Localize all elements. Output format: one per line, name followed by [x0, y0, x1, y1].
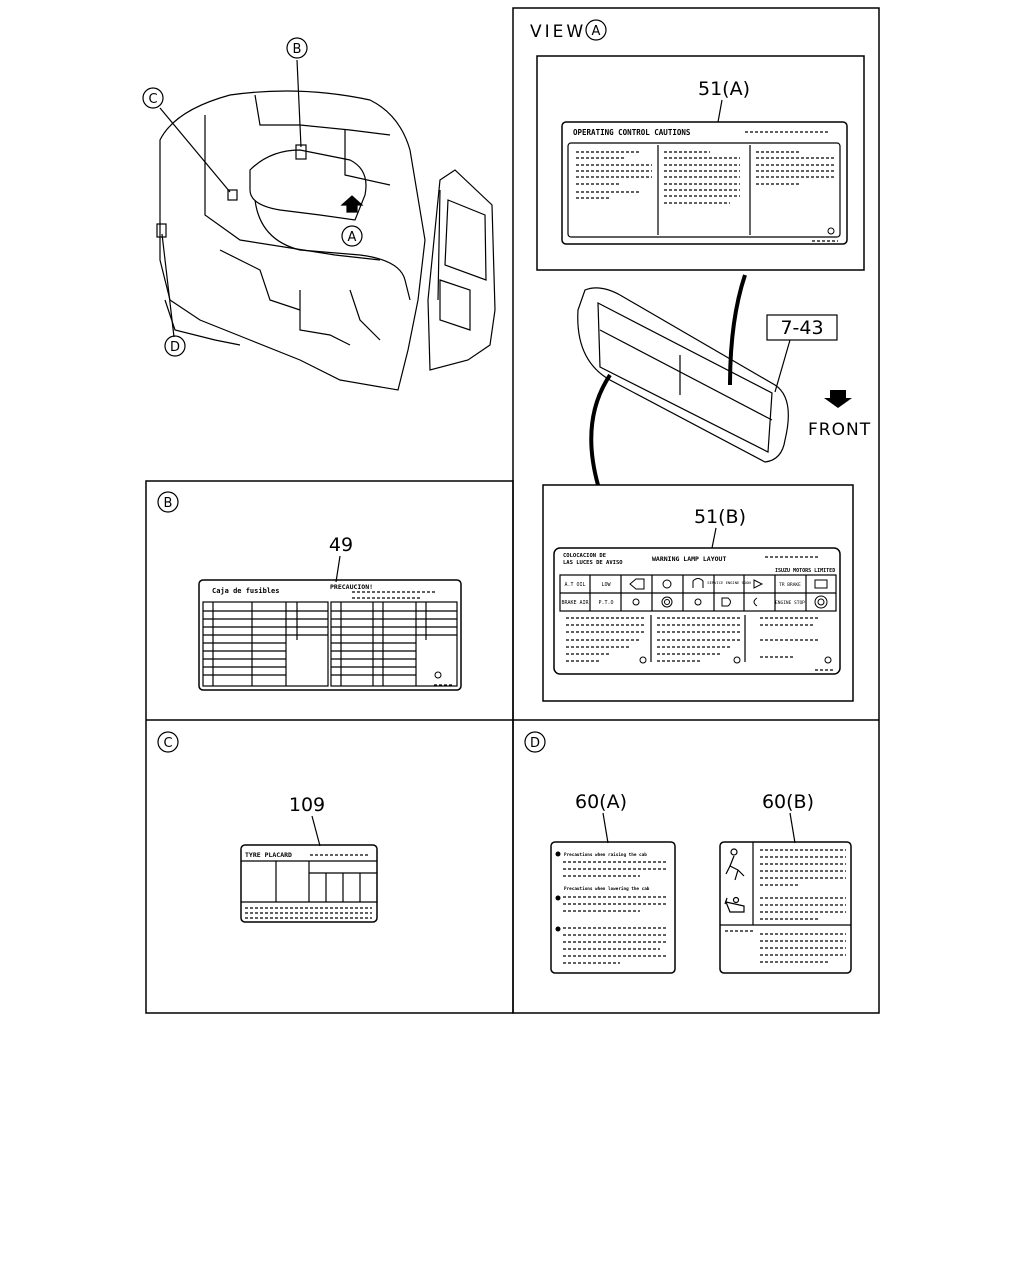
- front-arrow-icon: [824, 390, 852, 408]
- svg-text:SERVICE ENGINE SOON: SERVICE ENGINE SOON: [707, 580, 751, 585]
- callout-a-circle: A: [341, 225, 363, 247]
- svg-text:LOW: LOW: [601, 582, 611, 588]
- svg-text:P.T.O: P.T.O: [598, 600, 613, 606]
- panel-d-circle: D: [524, 731, 546, 753]
- svg-text:COLOCACION DE: COLOCACION DE: [563, 553, 606, 559]
- svg-text:ENGINE STOP: ENGINE STOP: [775, 600, 805, 606]
- part-number-60b: 60(B): [762, 791, 814, 813]
- person-cab-icon: [725, 848, 745, 881]
- svg-text:TYRE PLACARD: TYRE PLACARD: [245, 851, 292, 859]
- svg-text:C: C: [163, 736, 172, 751]
- svg-text:A: A: [592, 24, 601, 39]
- tilt-cab-icon: [724, 896, 745, 913]
- label-49-plate: Caja de fusibles PRECAUCION!: [198, 579, 462, 691]
- svg-text:TR BRAKE: TR BRAKE: [779, 582, 801, 588]
- svg-text:WARNING LAMP LAYOUT: WARNING LAMP LAYOUT: [652, 555, 726, 563]
- lamp-row-2: BRAKE AIR P.T.O ENGINE STOP: [561, 600, 805, 606]
- svg-text:Caja de fusibles: Caja de fusibles: [212, 587, 279, 595]
- part-number-60a: 60(A): [575, 791, 627, 813]
- svg-text:C: C: [148, 92, 157, 107]
- svg-text:LAS LUCES DE AVISO: LAS LUCES DE AVISO: [563, 560, 623, 566]
- callout-d-circle: D: [164, 335, 186, 357]
- svg-text:B: B: [293, 42, 302, 57]
- svg-text:ISUZU MOTORS LIMITED: ISUZU MOTORS LIMITED: [775, 568, 835, 574]
- callout-lines: [159, 59, 302, 338]
- svg-text:PRECAUCION!: PRECAUCION!: [330, 583, 373, 591]
- part-number-49: 49: [329, 534, 353, 556]
- svg-text:OPERATING CONTROL CAUTIONS: OPERATING CONTROL CAUTIONS: [573, 128, 691, 137]
- lamp-row-1: A.T OIL LOW SERVICE ENGINE SOON TR BRAKE: [564, 580, 801, 588]
- label-51b-frame: [542, 484, 854, 702]
- panel-b-circle: B: [157, 491, 179, 513]
- front-label: FRONT: [808, 420, 871, 440]
- panel-c-circle: C: [157, 731, 179, 753]
- sun-visor-illustration: [577, 274, 789, 486]
- label-51a-plate: OPERATING CONTROL CAUTIONS: [561, 121, 848, 245]
- svg-text:D: D: [530, 736, 540, 751]
- label-51a-frame: [536, 55, 865, 271]
- svg-text:Precautions when raising the c: Precautions when raising the cab: [564, 852, 647, 858]
- view-a-title: VIEW: [530, 22, 586, 42]
- part-number-51b: 51(B): [694, 506, 746, 528]
- svg-text:D: D: [170, 340, 180, 355]
- part-number-51a: 51(A): [698, 78, 750, 100]
- panel-frames: [145, 7, 880, 1014]
- warning-lamp-icons: [629, 578, 828, 609]
- callout-c-circle: C: [142, 87, 164, 109]
- part-number-109: 109: [289, 794, 325, 816]
- label-109-plate: TYRE PLACARD: [240, 844, 378, 923]
- svg-text:BRAKE AIR: BRAKE AIR: [561, 600, 589, 606]
- callout-b-circle: B: [286, 37, 308, 59]
- svg-text:A: A: [348, 230, 357, 245]
- svg-text:7-43: 7-43: [780, 317, 823, 339]
- svg-text:Precautions when lowering the: Precautions when lowering the cab: [564, 886, 650, 892]
- part-number-7-43: 7-43: [766, 314, 838, 393]
- label-60a-plate: Precautions when raising the cab Precaut…: [550, 841, 676, 974]
- cab-interior-illustration: [156, 90, 496, 391]
- view-a-circle: A: [585, 19, 607, 41]
- label-60b-plate: [719, 841, 852, 974]
- svg-text:B: B: [164, 496, 173, 511]
- svg-text:A.T OIL: A.T OIL: [564, 582, 585, 588]
- label-51b-plate: COLOCACION DE LAS LUCES DE AVISO WARNING…: [553, 547, 841, 675]
